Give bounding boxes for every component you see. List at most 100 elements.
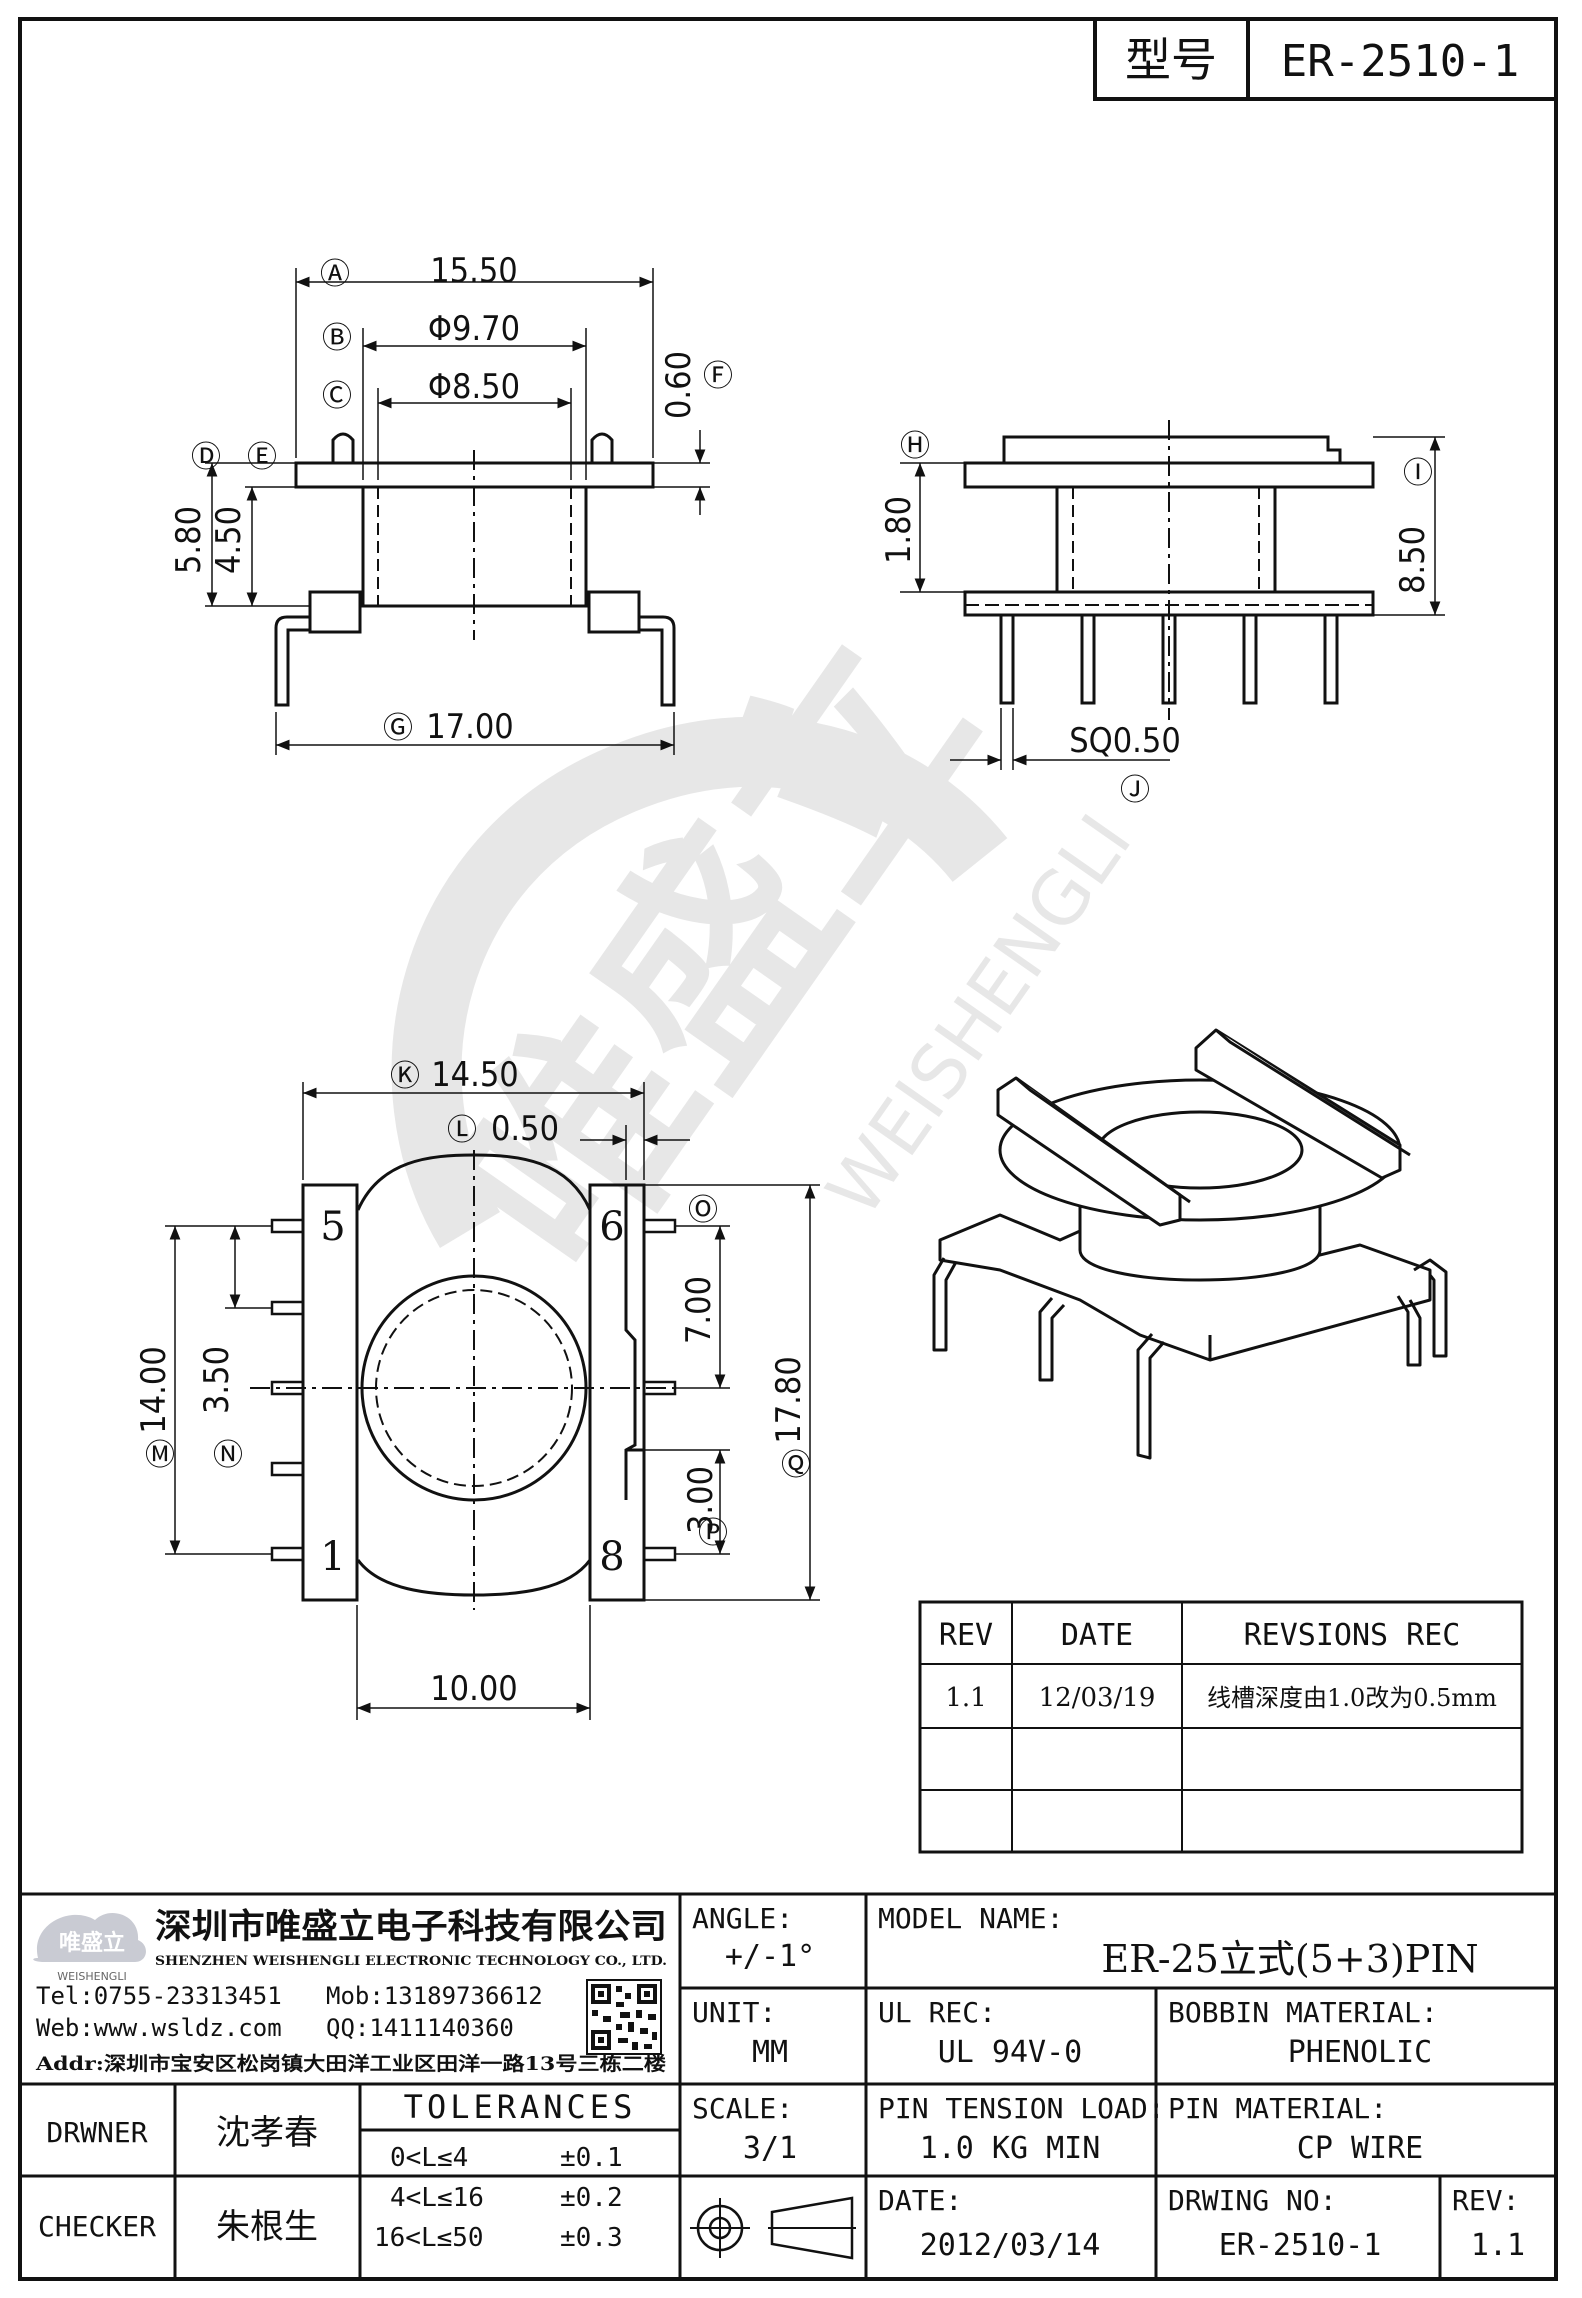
svg-text:7.00: 7.00 <box>679 1276 719 1344</box>
svg-text:3.50: 3.50 <box>197 1346 237 1414</box>
revision-table: REV DATE REVSIONS REC 1.1 12/03/19 线槽深度由… <box>918 1600 1524 1854</box>
angle-label: ANGLE: <box>692 1902 793 1935</box>
bottom-view <box>165 1082 820 1720</box>
rev-row-rec: 线槽深度由1.0改为0.5mm <box>1207 1684 1497 1712</box>
svg-text:0.50: 0.50 <box>491 1109 559 1149</box>
ul-value: UL 94V-0 <box>938 2035 1083 2070</box>
bobbin-material-label: BOBBIN MATERIAL: <box>1168 1996 1438 2029</box>
svg-text:1: 1 <box>320 1534 345 1580</box>
svg-text:Ⓠ: Ⓠ <box>781 1448 811 1483</box>
bobbin-material-value: PHENOLIC <box>1288 2035 1433 2070</box>
drawing-no-label: DRWING NO: <box>1168 2184 1337 2217</box>
svg-text:10.00: 10.00 <box>430 1669 518 1709</box>
svg-text:15.50: 15.50 <box>430 251 518 291</box>
pin-material-value: CP WIRE <box>1297 2131 1423 2166</box>
svg-text:Φ9.70: Φ9.70 <box>428 309 520 349</box>
qr-code <box>586 1979 662 2055</box>
svg-text:Ⓕ: Ⓕ <box>703 359 733 394</box>
pin-material-label: PIN MATERIAL: <box>1168 2092 1387 2125</box>
company-qq: QQ:1411140360 <box>326 2014 514 2042</box>
tolerances-label: TOLERANCES <box>404 2088 637 2126</box>
svg-text:17.00: 17.00 <box>426 707 514 747</box>
svg-text:3.00: 3.00 <box>681 1466 721 1534</box>
isometric-view <box>932 1028 1448 1460</box>
rev-header-date: DATE <box>1061 1618 1133 1653</box>
side-view-labels: Ⓗ 1.80 Ⓘ 8.50 SQ0.50 Ⓙ <box>879 429 1433 808</box>
svg-text:Ⓓ: Ⓓ <box>191 440 221 475</box>
date-label: DATE: <box>878 2184 962 2217</box>
rev-value: 1.1 <box>1471 2228 1525 2263</box>
svg-text:Ⓔ: Ⓔ <box>247 440 277 475</box>
header-model-box: 型号 ER-2510-1 <box>1093 17 1558 101</box>
rev-row-rev: 1.1 <box>945 1683 986 1713</box>
svg-text:Ⓛ: Ⓛ <box>447 1113 477 1148</box>
svg-text:Ⓚ: Ⓚ <box>390 1059 420 1094</box>
svg-text:Ⓒ: Ⓒ <box>322 379 352 414</box>
svg-text:5.80: 5.80 <box>169 506 209 574</box>
unit-label: UNIT: <box>692 1996 776 2029</box>
svg-text:Ⓞ: Ⓞ <box>688 1193 718 1228</box>
angle-value: +/-1° <box>725 1939 815 1974</box>
svg-text:Ⓘ: Ⓘ <box>1403 456 1433 491</box>
tolerance-3-range: 16<L≤50 <box>374 2223 484 2253</box>
company-addr: Addr:深圳市宝安区松岗镇大田洋工业区田洋一路13号三栋二楼 <box>35 2052 666 2075</box>
tolerance-2-value: ±0.2 <box>560 2183 623 2213</box>
bottom-view-labels: Ⓚ 14.50 Ⓛ 0.50 5 6 1 8 Ⓞ 7.00 14.00 Ⓜ 3.… <box>134 1055 811 1709</box>
pin-tension-label: PIN TENSION LOAD: <box>878 2092 1165 2125</box>
svg-text:8.50: 8.50 <box>1393 526 1433 594</box>
drawer-value: 沈孝春 <box>216 2113 318 2153</box>
rev-header-rev: REV <box>939 1618 993 1653</box>
svg-text:Φ8.50: Φ8.50 <box>428 367 520 407</box>
scale-label: SCALE: <box>692 2092 793 2125</box>
svg-text:Ⓟ: Ⓟ <box>698 1516 728 1551</box>
side-view <box>900 420 1445 770</box>
rev-label: REV: <box>1452 2184 1519 2217</box>
tolerance-1-value: ±0.1 <box>560 2143 623 2173</box>
model-name-value: ER-25立式(5+3)PIN <box>1101 1937 1478 1981</box>
logo-en: WEISHENGLI <box>57 1970 126 1983</box>
company-block: 唯盛立 WEISHENGLI 深圳市唯盛立电子科技有限公司 SHENZHEN W… <box>33 1907 667 2075</box>
header-model-label: 型号 <box>1125 33 1217 87</box>
company-name-cn: 深圳市唯盛立电子科技有限公司 <box>155 1907 667 1947</box>
svg-text:14.50: 14.50 <box>431 1055 519 1095</box>
tolerance-1-range: 0<L≤4 <box>390 2143 468 2173</box>
svg-text:Ⓗ: Ⓗ <box>900 429 930 464</box>
company-tel: Tel:0755-23313451 <box>36 1982 282 2010</box>
svg-text:Ⓝ: Ⓝ <box>213 1438 243 1473</box>
company-mob: Mob:13189736612 <box>326 1982 543 2010</box>
front-view-labels: Ⓐ 15.50 Ⓑ Φ9.70 Ⓒ Φ8.50 Ⓓ Ⓔ 5.80 4.50 0.… <box>169 251 733 747</box>
svg-text:Ⓜ: Ⓜ <box>145 1438 175 1473</box>
title-block <box>20 1892 1556 2279</box>
svg-text:8: 8 <box>599 1534 624 1580</box>
svg-text:SQ0.50: SQ0.50 <box>1069 721 1181 761</box>
svg-text:Ⓙ: Ⓙ <box>1120 773 1150 808</box>
watermark: 唯盛立 WEISHENGLI <box>391 596 1149 1314</box>
drawer-label: DRWNER <box>46 2116 147 2149</box>
checker-value: 朱根生 <box>216 2207 318 2247</box>
svg-text:4.50: 4.50 <box>209 506 249 574</box>
front-view <box>205 268 710 755</box>
svg-text:Ⓑ: Ⓑ <box>322 321 352 356</box>
svg-text:14.00: 14.00 <box>134 1346 174 1434</box>
scale-value: 3/1 <box>743 2131 797 2166</box>
logo-cn: 唯盛立 <box>59 1930 125 1956</box>
unit-value: MM <box>752 2035 788 2070</box>
model-name-label: MODEL NAME: <box>878 1902 1063 1935</box>
checker-label: CHECKER <box>38 2210 156 2243</box>
svg-text:6: 6 <box>599 1204 624 1250</box>
company-web: Web:www.wsldz.com <box>36 2014 282 2042</box>
company-name-en: SHENZHEN WEISHENGLI ELECTRONIC TECHNOLOG… <box>155 1954 667 1969</box>
header-model-value: ER-2510-1 <box>1281 36 1519 87</box>
rev-header-rec: REVSIONS REC <box>1244 1618 1461 1653</box>
svg-text:1.80: 1.80 <box>879 496 919 564</box>
svg-text:Ⓖ: Ⓖ <box>383 711 413 746</box>
sheet-border <box>18 17 1558 2281</box>
date-value: 2012/03/14 <box>920 2228 1101 2263</box>
tolerance-2-range: 4<L≤16 <box>390 2183 484 2213</box>
drawing-no-value: ER-2510-1 <box>1219 2228 1382 2263</box>
svg-text:0.60: 0.60 <box>659 351 699 419</box>
title-block-text: ANGLE: +/-1° MODEL NAME: ER-25立式(5+3)PIN… <box>38 1902 1525 2263</box>
pin-tension-value: 1.0 KG MIN <box>920 2131 1101 2166</box>
logo-mark <box>33 1912 146 1962</box>
ul-label: UL REC: <box>878 1996 996 2029</box>
